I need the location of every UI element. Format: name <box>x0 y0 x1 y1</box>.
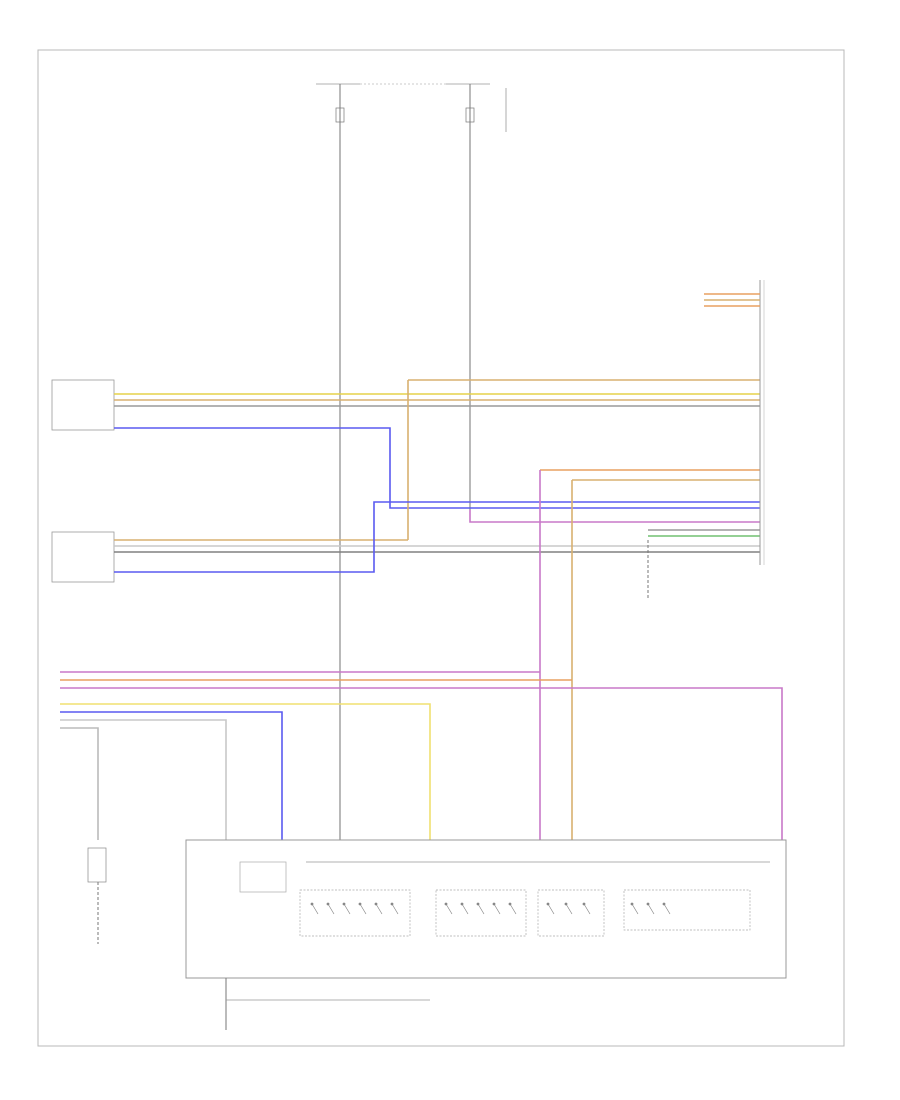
wires-sensor-upper <box>114 379 760 540</box>
switch-contact-arm <box>663 903 671 915</box>
fuse-box-left <box>316 83 360 140</box>
switch-group-4 <box>623 889 751 931</box>
wires-sensor-lower <box>114 469 760 840</box>
switch-contact-arm <box>375 903 383 915</box>
fuse-symbol <box>465 107 475 123</box>
switch-contact-arm <box>547 903 555 915</box>
diagram-frame <box>37 49 845 1047</box>
switch-contact-arm <box>311 903 319 915</box>
switch-contact-arm <box>445 903 453 915</box>
switch-contact-arm <box>391 903 399 915</box>
switch-group-1 <box>299 889 411 937</box>
switch-contact-arm <box>565 903 573 915</box>
wires-harness-left <box>60 671 783 840</box>
control-unit-box <box>185 839 787 979</box>
switch-contact-arm <box>477 903 485 915</box>
switch-contact-arm <box>343 903 351 915</box>
ground-left <box>87 847 107 944</box>
connector-top-right <box>704 293 760 307</box>
fuse-symbol <box>335 107 345 123</box>
switch-contact-arm <box>583 903 591 915</box>
switch-contact-arm <box>359 903 367 915</box>
switch-contacts <box>310 902 671 915</box>
switch-group-2 <box>435 889 527 937</box>
sensor-lower-box <box>51 531 115 583</box>
switch-contact-arm <box>647 903 655 915</box>
internal-switch <box>239 861 287 893</box>
ground-bottom <box>225 978 430 1030</box>
switch-contact-arm <box>509 903 517 915</box>
switch-group-3 <box>537 889 605 937</box>
module-right-connector <box>759 280 765 565</box>
switch-contact-arm <box>461 903 469 915</box>
switch-contact-arm <box>631 903 639 915</box>
sensor-upper-box <box>51 379 115 431</box>
fuse-box-right <box>446 83 490 140</box>
switch-contact-arm <box>493 903 501 915</box>
switch-contact-arm <box>327 903 335 915</box>
